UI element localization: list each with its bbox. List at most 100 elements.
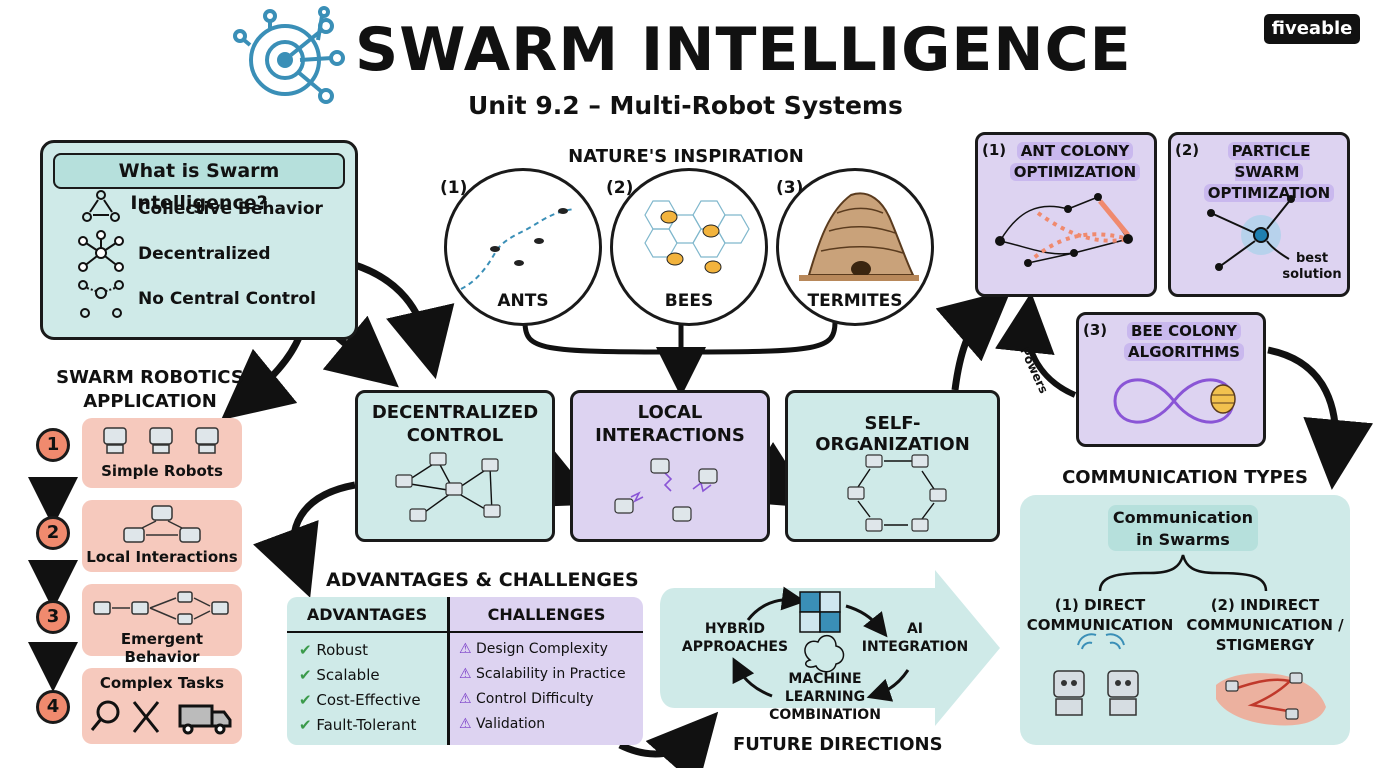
advantage-item-2: ✔ Scalable bbox=[299, 666, 380, 684]
step-number-1: 1 bbox=[36, 428, 70, 462]
hybrid-line2: APPROACHES bbox=[681, 639, 789, 655]
column-divider bbox=[447, 597, 450, 745]
self-organization-box: SELF-ORGANIZATION bbox=[785, 390, 1000, 542]
no-central-control-icon bbox=[78, 280, 124, 318]
step-label-3: Emergent Behavior bbox=[120, 630, 204, 666]
ml-line1: MACHINE bbox=[788, 671, 862, 687]
arrow-powers bbox=[994, 292, 1077, 398]
local-interactions-icon bbox=[123, 505, 201, 543]
step-number-4: 4 bbox=[36, 690, 70, 724]
future-ml: MACHINE LEARNING COMBINATION bbox=[765, 670, 885, 724]
robotics-title-line1: SWARM ROBOTICS bbox=[56, 367, 244, 388]
advantage-item-1: ✔ Robust bbox=[299, 641, 369, 659]
local-title: LOCAL INTERACTIONS bbox=[573, 401, 767, 447]
warning-icon: ⚠ bbox=[459, 691, 472, 707]
challenges-header: CHALLENGES bbox=[487, 605, 606, 624]
pso-line2: OPTIMIZATION bbox=[1203, 184, 1335, 202]
challenge-item-1: ⚠ Design Complexity bbox=[459, 641, 608, 657]
pso-title: PARTICLE SWARM OPTIMIZATION bbox=[1193, 141, 1345, 204]
bee-line1: BEE COLONY bbox=[1126, 322, 1242, 340]
robotics-title: SWARM ROBOTICS APPLICATION bbox=[45, 366, 255, 414]
arrow-decentral-to-advantages bbox=[253, 481, 356, 598]
decentralized-title: DECENTRALIZED CONTROL bbox=[358, 401, 552, 447]
decentralized-line1: DECENTRALIZED bbox=[371, 402, 539, 423]
beehive-icon bbox=[1210, 384, 1236, 414]
comm-inner-line1: Communication bbox=[1112, 508, 1254, 527]
warning-icon: ⚠ bbox=[459, 666, 472, 682]
direct-title: (1) DIRECT COMMUNICATION bbox=[1020, 595, 1180, 635]
local-interactions-network-icon bbox=[614, 458, 718, 522]
aco-num: (1) bbox=[982, 141, 1007, 159]
pso-note: best solution bbox=[1275, 251, 1349, 283]
robotics-title-line2: APPLICATION bbox=[83, 391, 217, 412]
step-complex-tasks: Complex Tasks bbox=[82, 668, 242, 744]
truck-icon bbox=[178, 704, 232, 735]
bees-circle: BEES bbox=[610, 168, 768, 326]
communication-title: COMMUNICATION TYPES bbox=[1062, 467, 1308, 488]
step-emergent-behavior: Emergent Behavior bbox=[82, 584, 242, 666]
decentralized-control-box: DECENTRALIZED CONTROL bbox=[355, 390, 555, 542]
nature-label-termites: TERMITES bbox=[807, 291, 903, 311]
bee-line2: ALGORITHMS bbox=[1124, 343, 1244, 361]
local-line1: LOCAL bbox=[637, 402, 703, 423]
advantages-header: ADVANTAGES bbox=[306, 605, 428, 624]
what-is-item-2: Decentralized bbox=[138, 244, 271, 264]
termites-circle: TERMITES bbox=[776, 168, 934, 326]
indirect-line3: STIGMERGY bbox=[1215, 636, 1315, 654]
pso-note-line2: solution bbox=[1282, 267, 1342, 282]
local-line2: INTERACTIONS bbox=[595, 425, 745, 446]
arrow-whatis-to-decentralized bbox=[353, 261, 455, 380]
brand-logo: fiveable bbox=[1264, 14, 1360, 44]
collective-behavior-icon bbox=[82, 190, 120, 222]
challenge-item-3: ⚠ Control Difficulty bbox=[459, 691, 594, 707]
ant-colony-box: (1) ANT COLONY OPTIMIZATION bbox=[975, 132, 1157, 297]
header-divider bbox=[287, 631, 643, 633]
simple-robots-icon bbox=[103, 427, 219, 454]
what-is-title-text: What is Swarm Intelligence? bbox=[118, 160, 280, 214]
indirect-line1: (2) INDIRECT bbox=[1210, 596, 1320, 614]
check-icon: ✔ bbox=[299, 716, 312, 734]
stigmergy-icon bbox=[1216, 672, 1326, 726]
adv-chal-title: ADVANTAGES & CHALLENGES bbox=[326, 569, 639, 591]
ml-line3: COMBINATION bbox=[769, 707, 881, 723]
self-organization-icon bbox=[847, 454, 947, 532]
step-local-interactions: Local Interactions bbox=[82, 500, 242, 572]
arrow-bee-to-communication bbox=[1267, 346, 1374, 490]
future-ai: AI INTEGRATION bbox=[860, 620, 970, 656]
check-icon: ✔ bbox=[299, 666, 312, 684]
pso-num: (2) bbox=[1175, 141, 1200, 159]
challenge-item-4: ⚠ Validation bbox=[459, 716, 546, 732]
step-number-2: 2 bbox=[36, 516, 70, 550]
warning-icon: ⚠ bbox=[459, 716, 472, 732]
tools-icon bbox=[132, 701, 160, 733]
step-number-3: 3 bbox=[36, 600, 70, 634]
bee-colony-box: (3) BEE COLONY ALGORITHMS bbox=[1076, 312, 1266, 447]
nature-num-2: (2) bbox=[606, 178, 634, 198]
future-hybrid: HYBRID APPROACHES bbox=[680, 620, 790, 656]
page-title: SWARM INTELLIGENCE bbox=[355, 15, 1132, 85]
what-is-panel: What is Swarm Intelligence? Collective B… bbox=[40, 140, 358, 340]
step-simple-robots: Simple Robots bbox=[82, 418, 242, 488]
self-org-title: SELF-ORGANIZATION bbox=[815, 413, 970, 455]
puzzle-icon bbox=[799, 591, 841, 633]
advantage-item-3: ✔ Cost-Effective bbox=[299, 691, 421, 709]
particle-swarm-box: (2) PARTICLE SWARM OPTIMIZATION best sol… bbox=[1168, 132, 1350, 297]
complex-tasks-icons bbox=[90, 700, 232, 735]
check-icon: ✔ bbox=[299, 641, 312, 659]
communication-brace bbox=[1098, 554, 1268, 592]
page-subtitle: Unit 9.2 – Multi-Robot Systems bbox=[468, 91, 903, 120]
future-panel: HYBRID APPROACHES AI INTEGRATION MACHINE… bbox=[660, 570, 1000, 730]
termite-mound-icon bbox=[799, 192, 919, 281]
what-is-title: What is Swarm Intelligence? bbox=[53, 153, 345, 214]
decentralized-line2: CONTROL bbox=[406, 425, 504, 446]
nature-label-bees: BEES bbox=[664, 291, 714, 311]
communication-inner-title: Communication in Swarms bbox=[1108, 505, 1258, 551]
ant-colony-graph-icon bbox=[995, 193, 1133, 267]
ml-line2: LEARNING bbox=[784, 689, 866, 705]
bee-num: (3) bbox=[1083, 321, 1108, 339]
aco-title: ANT COLONY OPTIMIZATION bbox=[1000, 141, 1150, 183]
indirect-title: (2) INDIRECT COMMUNICATION / STIGMERGY bbox=[1180, 595, 1350, 655]
arrow-whatis-to-robotics bbox=[220, 333, 304, 421]
